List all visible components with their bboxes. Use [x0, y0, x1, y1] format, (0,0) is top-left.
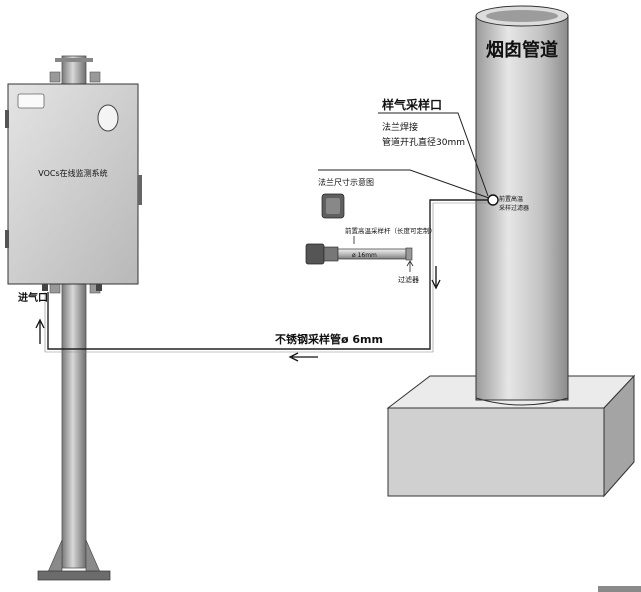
- cabinet-name-label: VOCs在线监测系统: [38, 168, 107, 178]
- flow-arrow-left: [288, 352, 318, 362]
- probe-flange: [305, 243, 325, 265]
- chimney-title: 烟囱管道: [486, 39, 558, 61]
- probe-inside-label-2: 采样过滤器: [499, 204, 529, 212]
- filter-label: 过滤器: [398, 275, 419, 284]
- air-inlet-label: 进气口: [18, 291, 48, 304]
- cabinet-viewing-window: [97, 104, 119, 132]
- corner-mark: [598, 586, 641, 592]
- probe-filter: [405, 247, 413, 261]
- flow-arrow-down: [431, 266, 441, 290]
- sampling-line: 不锈钢采样管ø 6mm 进气口: [18, 199, 488, 362]
- steel-pipe-label: 不锈钢采样管ø 6mm: [275, 332, 383, 346]
- sampling-port-callout: 样气采样口 法兰焊接 管道开孔直径30mm: [378, 97, 489, 197]
- flow-arrow-up: [35, 318, 45, 344]
- flange-detail-leader: [318, 169, 490, 199]
- probe-diameter-label: ø 16mm: [352, 252, 377, 259]
- flange-size-title: 法兰尺寸示意图: [318, 177, 374, 187]
- probe-length-label: 前置高温采样杆（长度可定制）: [345, 226, 436, 235]
- pipe-hole-label: 管道开孔直径30mm: [382, 136, 465, 148]
- chimney: 烟囱管道: [475, 5, 569, 406]
- monitoring-cabinet: VOCs在线监测系统: [5, 83, 142, 291]
- cabinet-label-plate: [17, 93, 45, 109]
- flange-weld-label: 法兰焊接: [382, 121, 418, 133]
- probe-inside-label-1: 前置高温: [499, 195, 523, 203]
- flange-size-diagram: 法兰尺寸示意图 前置高温采样杆（长度可定制） ø 16mm 过滤器: [305, 177, 436, 284]
- chimney-foundation: [386, 374, 636, 498]
- sampling-port-label: 样气采样口: [382, 97, 442, 112]
